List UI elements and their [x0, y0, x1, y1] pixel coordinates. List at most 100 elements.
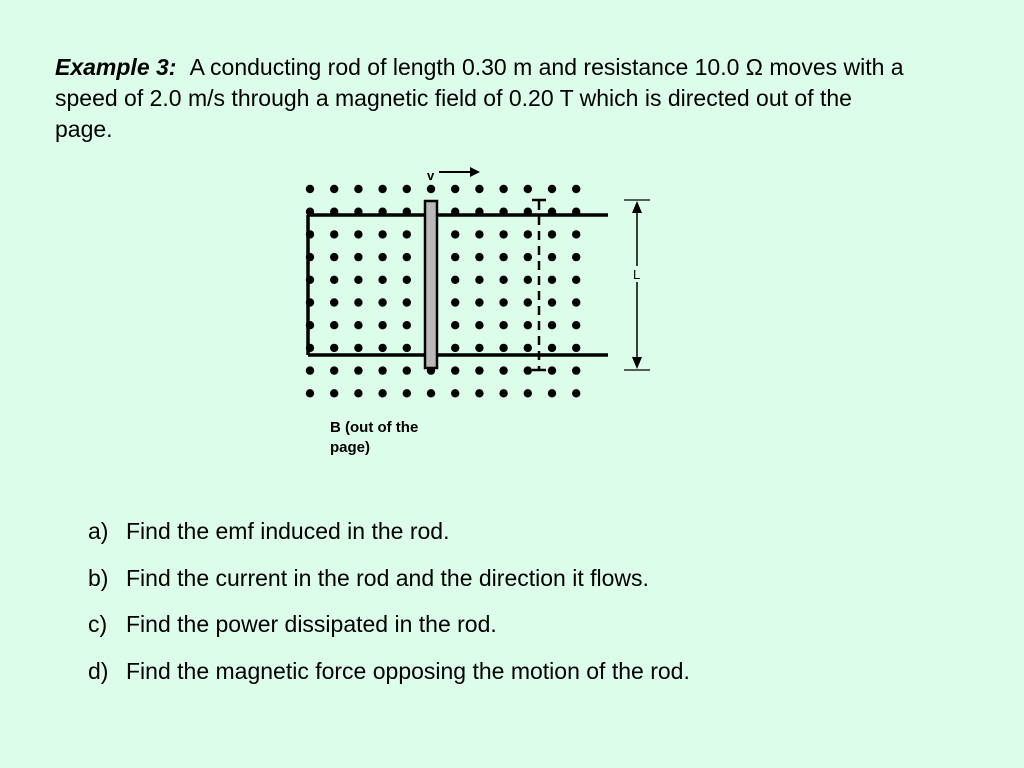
field-dot [451, 252, 460, 262]
field-dot [354, 252, 363, 262]
field-dot [451, 298, 460, 307]
rod-diagram-svg: v L [305, 167, 650, 398]
field-dot [354, 389, 363, 398]
question-text: Find the current in the rod and the dire… [126, 564, 649, 591]
length-arrow-up [632, 201, 642, 213]
field-dot [426, 184, 436, 194]
field-dot [451, 321, 460, 330]
field-dot [572, 298, 581, 307]
field-dot [378, 298, 387, 307]
field-dot [523, 252, 532, 262]
field-dot [475, 230, 484, 239]
field-dot [475, 366, 484, 375]
question-item: c) Find the power dissipated in the rod. [88, 611, 690, 658]
length-label-background [630, 266, 644, 282]
field-dot [523, 389, 532, 398]
field-dot [475, 321, 484, 330]
field-dot [499, 321, 508, 330]
field-dot [572, 343, 581, 353]
field-dot [330, 389, 339, 398]
field-dot [378, 230, 387, 239]
field-dot [572, 230, 581, 239]
field-dot [475, 184, 484, 194]
field-dot [378, 389, 387, 398]
field-dot [451, 230, 460, 239]
question-text: Find the power dissipated in the rod. [126, 611, 497, 637]
field-dot [354, 184, 363, 194]
field-dot [330, 343, 339, 353]
length-label: L [633, 267, 640, 282]
question-list: a) Find the emf induced in the rod. b) F… [88, 518, 690, 704]
conducting-rails [306, 213, 608, 357]
question-marker: c) [88, 611, 108, 637]
length-arrow-down [632, 357, 642, 369]
rod-diagram: v L [296, 158, 666, 408]
field-dot [451, 366, 460, 375]
field-dot [378, 275, 387, 284]
field-dot [547, 184, 557, 194]
problem-text: A conducting rod of length 0.30 m and re… [55, 54, 904, 142]
field-dot [547, 275, 557, 284]
field-dot [354, 321, 363, 330]
field-dot [378, 321, 387, 330]
field-dot [547, 298, 557, 307]
field-dot [475, 298, 484, 307]
field-dot [402, 389, 411, 398]
field-dot [499, 298, 508, 307]
field-dot [402, 184, 411, 194]
field-dot [451, 275, 460, 284]
field-dot [451, 184, 460, 194]
velocity-label: v [427, 168, 435, 183]
field-dot [402, 343, 411, 353]
field-dot [523, 366, 532, 375]
field-dot [523, 343, 532, 353]
field-dot [402, 298, 411, 307]
field-dot [451, 389, 460, 398]
field-dot [305, 389, 315, 398]
problem-statement: Example 3: A conducting rod of length 0.… [55, 52, 915, 145]
field-dot [402, 275, 411, 284]
field-dot [378, 252, 387, 262]
question-item: a) Find the emf induced in the rod. [88, 518, 690, 565]
field-dot [499, 275, 508, 284]
field-dot [547, 252, 557, 262]
field-dot [572, 275, 581, 284]
field-dot [378, 343, 387, 353]
field-dot [451, 343, 460, 353]
question-marker: d) [88, 657, 109, 684]
field-dot [499, 366, 508, 375]
field-dot [330, 366, 339, 375]
field-dot [305, 366, 315, 375]
field-dot [547, 321, 557, 330]
field-dot [572, 389, 581, 398]
field-dot [499, 252, 508, 262]
field-dot [572, 321, 581, 330]
field-dot [354, 230, 363, 239]
field-dot [523, 184, 532, 194]
question-text: Find the magnetic force opposing the mot… [126, 657, 690, 684]
field-dot [547, 389, 557, 398]
field-dot [523, 298, 532, 307]
field-dot [330, 184, 339, 194]
field-dot [523, 321, 532, 330]
field-dot [499, 389, 508, 398]
field-dot [402, 366, 411, 375]
field-dot [547, 230, 557, 239]
example-heading: Example 3: [55, 54, 177, 80]
field-dot [378, 366, 387, 375]
field-dot [354, 275, 363, 284]
field-dot [402, 252, 411, 262]
conducting-rod [423, 199, 439, 370]
field-dot [402, 230, 411, 239]
field-dot [499, 230, 508, 239]
magnetic-field-label: B (out of the page) [330, 419, 419, 456]
field-dot [354, 298, 363, 307]
field-dot [330, 321, 339, 330]
field-dot [547, 343, 557, 353]
field-dot [523, 230, 532, 239]
question-item: d) Find the magnetic force opposing the … [88, 658, 690, 705]
field-dot [330, 230, 339, 239]
field-dot [475, 343, 484, 353]
field-dot [378, 184, 387, 194]
field-dot [305, 184, 315, 194]
